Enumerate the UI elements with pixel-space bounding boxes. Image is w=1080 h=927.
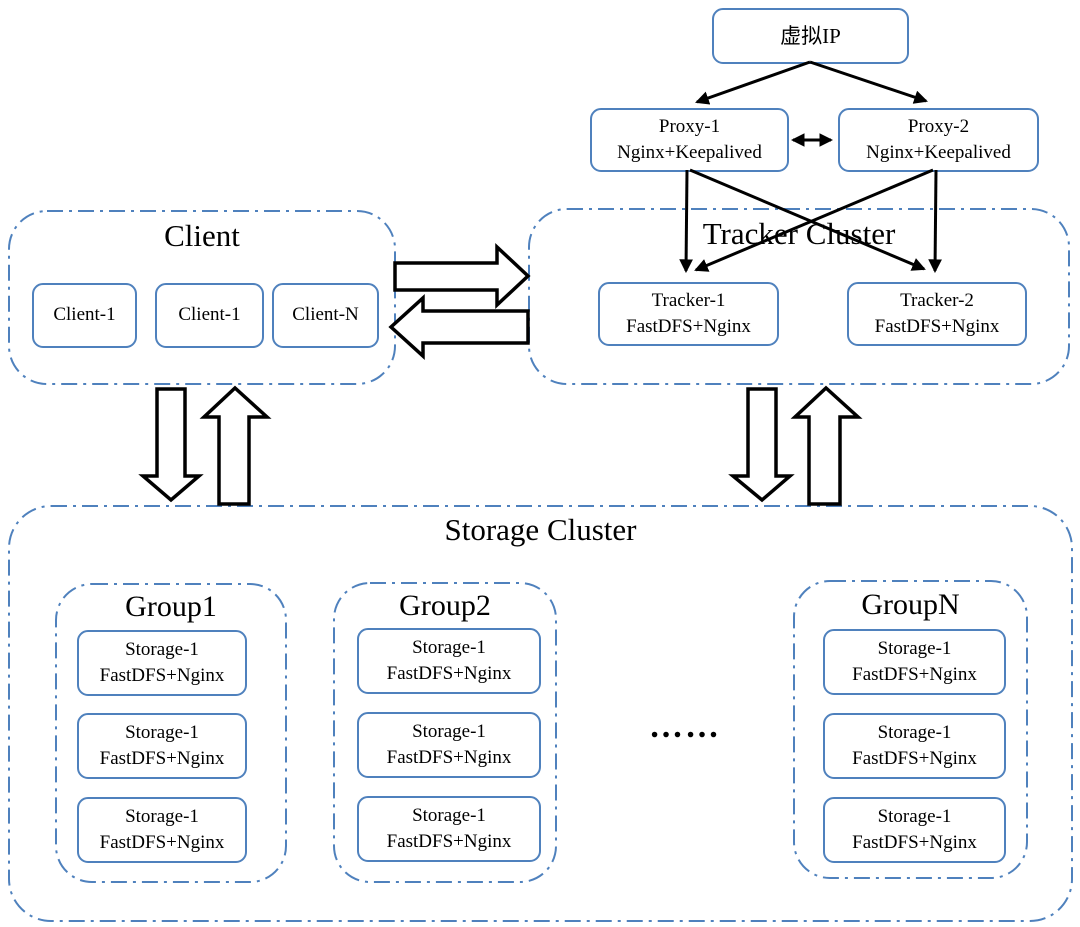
proxy-2-name: Proxy-2 [907, 115, 970, 137]
proxy-1-name: Proxy-1 [658, 115, 721, 137]
client-n-label: Client-N [292, 304, 359, 326]
group-2-storage-2-node: Storage-1 FastDFS+Nginx [357, 712, 541, 778]
client-1-node: Client-1 [32, 283, 137, 348]
storage-stack: FastDFS+Nginx [386, 663, 512, 684]
group-2-storage-1-node: Storage-1 FastDFS+Nginx [357, 628, 541, 694]
group-n-title: GroupN [861, 588, 960, 621]
storage-name: Storage-1 [125, 638, 199, 660]
storage-name: Storage-1 [877, 637, 952, 659]
client-n-node: Client-N [272, 283, 379, 348]
vip-to-proxy2-arrow [809, 60, 928, 104]
proxy-1-node: Proxy-1 Nginx+Keepalived [590, 108, 789, 172]
virtual-ip-node: 虚拟IP [712, 8, 909, 64]
storage-to-client-block-arrow [199, 385, 272, 506]
client-to-tracker-block-arrow [393, 242, 531, 310]
group-1-storage-2-node: Storage-1 FastDFS+Nginx [77, 713, 247, 779]
storage-name: Storage-1 [125, 721, 199, 743]
proxy-1-stack: Nginx+Keepalived [617, 142, 762, 163]
group-n-storage-1-node: Storage-1 FastDFS+Nginx [823, 629, 1006, 695]
group-1-storage-3-node: Storage-1 FastDFS+Nginx [77, 797, 247, 863]
storage-stack: FastDFS+Nginx [386, 831, 512, 852]
client-cluster-title: Client [164, 218, 240, 253]
storage-stack: FastDFS+Nginx [852, 664, 977, 685]
storage-stack: FastDFS+Nginx [852, 748, 977, 769]
group-2-title: Group2 [399, 589, 491, 622]
storage-to-tracker-block-arrow [790, 385, 863, 506]
vip-to-proxy1-arrow [695, 60, 811, 105]
tracker-1-node: Tracker-1 FastDFS+Nginx [598, 282, 779, 346]
proxy-2-stack: Nginx+Keepalived [866, 142, 1011, 163]
storage-stack: FastDFS+Nginx [99, 832, 225, 853]
storage-name: Storage-1 [412, 636, 486, 658]
virtual-ip-label: 虚拟IP [780, 23, 841, 48]
tracker-2-stack: FastDFS+Nginx [874, 316, 1000, 337]
group-n-storage-3-node: Storage-1 FastDFS+Nginx [823, 797, 1006, 863]
storage-name: Storage-1 [412, 720, 486, 742]
tracker-2-node: Tracker-2 FastDFS+Nginx [847, 282, 1027, 346]
storage-stack: FastDFS+Nginx [99, 748, 225, 769]
group-1-storage-1-node: Storage-1 FastDFS+Nginx [77, 630, 247, 696]
storage-name: Storage-1 [412, 804, 486, 826]
tracker-2-name: Tracker-2 [900, 289, 974, 311]
tracker-1-name: Tracker-1 [651, 289, 726, 311]
group-1-title: Group1 [125, 590, 217, 623]
storage-cluster-title: Storage Cluster [444, 512, 637, 547]
group-n-storage-2-node: Storage-1 FastDFS+Nginx [823, 713, 1006, 779]
storage-stack: FastDFS+Nginx [386, 747, 512, 768]
tracker-cluster-title: Tracker Cluster [702, 216, 896, 251]
client-2-label: Client-1 [178, 304, 241, 326]
storage-name: Storage-1 [877, 805, 952, 827]
proxy-2-node: Proxy-2 Nginx+Keepalived [838, 108, 1039, 172]
more-groups-ellipsis: …… [649, 708, 721, 745]
client-1-label: Client-1 [53, 304, 116, 326]
tracker-to-client-block-arrow [388, 294, 530, 360]
group-2-storage-3-node: Storage-1 FastDFS+Nginx [357, 796, 541, 862]
client-to-storage-block-arrow [138, 387, 204, 503]
storage-stack: FastDFS+Nginx [852, 832, 977, 853]
tracker-1-stack: FastDFS+Nginx [626, 316, 751, 337]
client-2-node: Client-1 [155, 283, 264, 348]
tracker-to-storage-block-arrow [728, 387, 795, 503]
storage-name: Storage-1 [125, 805, 199, 827]
storage-stack: FastDFS+Nginx [99, 665, 225, 686]
storage-name: Storage-1 [877, 721, 952, 743]
